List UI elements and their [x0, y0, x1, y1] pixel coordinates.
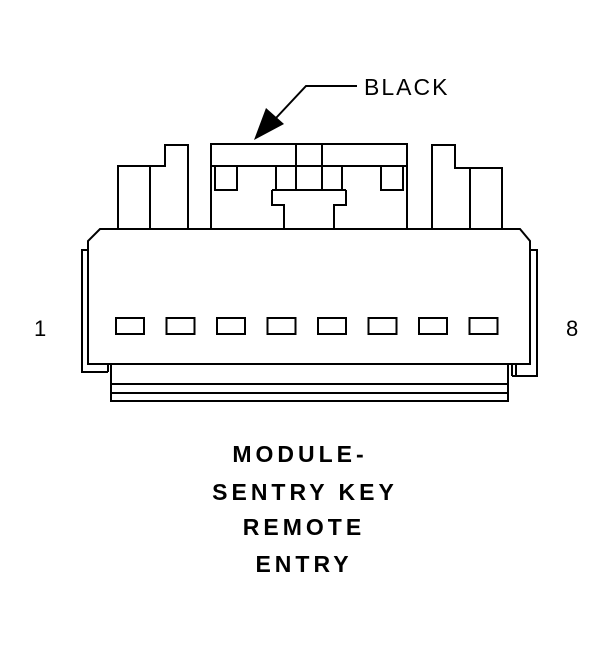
left-tower: [117, 144, 189, 229]
pin-number-last: 8: [566, 316, 578, 341]
center-latch: [210, 143, 408, 229]
title-line-4: ENTRY: [255, 551, 352, 577]
pin-cavity-5: [317, 317, 347, 335]
title-line-3: REMOTE: [243, 514, 365, 540]
pin-cavity-4: [266, 317, 297, 335]
pin-cavity-2: [165, 317, 196, 335]
callout-arrowhead: [254, 108, 284, 140]
pin-cavity-6: [367, 317, 398, 335]
pin-cavity-3: [216, 317, 246, 335]
right-tower: [431, 144, 503, 229]
title-line-2: SENTRY KEY: [212, 479, 398, 505]
pin-number-first: 1: [34, 316, 46, 341]
connector-title: MODULE- SENTRY KEY REMOTE ENTRY: [212, 441, 398, 577]
connector-body: [81, 228, 538, 402]
pin-cavity-8: [468, 317, 499, 335]
callout-leader: [254, 85, 357, 140]
callout-label: BLACK: [364, 74, 449, 100]
title-line-1: MODULE-: [232, 441, 367, 467]
pin-cavity-1: [115, 317, 145, 335]
pin-cavities: [115, 317, 499, 335]
pin-cavity-7: [418, 317, 448, 335]
